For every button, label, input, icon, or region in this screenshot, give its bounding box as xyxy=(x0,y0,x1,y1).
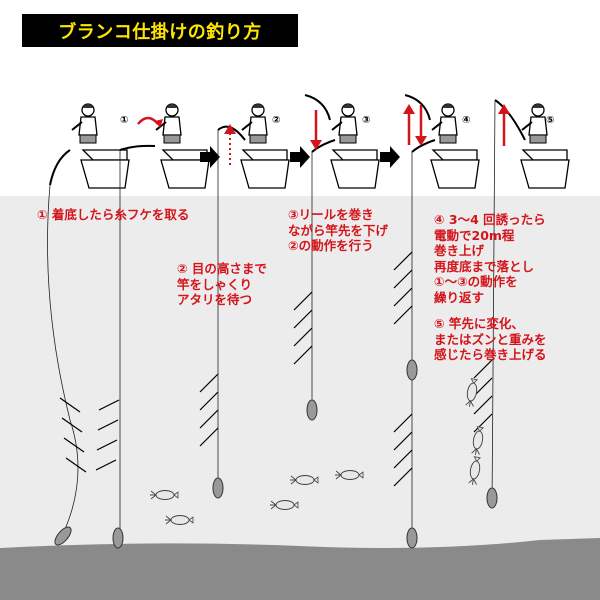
step-marker-4: ④ xyxy=(462,115,470,126)
scene-1: ① xyxy=(47,103,210,549)
note-step-2: ② 目の高さまで 竿をしゃくり アタリを待つ xyxy=(177,261,267,307)
step-marker-2: ② xyxy=(272,115,280,126)
note-step-4: ④ 3～4 回誘ったら 電動で20m程 巻き上げ 再度底まで落とし ①～③の動作… xyxy=(434,212,546,305)
step-marker-3: ③ xyxy=(362,115,370,126)
scene-3: ③ xyxy=(293,94,380,480)
note-step-3: ③リールを巻き ながら竿先を下げ ②の動作を行う xyxy=(288,207,389,253)
seabed xyxy=(0,538,600,600)
step-marker-1: ① xyxy=(120,115,128,126)
step-marker-5: ⑤ xyxy=(546,115,554,126)
scene-5: ⑤ xyxy=(464,99,570,509)
next-step-arrow-3 xyxy=(380,146,400,168)
note-step-1: ① 着底したら糸フケを取る xyxy=(37,207,190,222)
next-step-arrow-2 xyxy=(290,146,310,168)
title-banner: ブランコ仕掛けの釣り方 xyxy=(22,14,298,47)
scene-2: ② xyxy=(199,103,319,510)
slack-line xyxy=(47,184,79,541)
note-step-5: ⑤ 竿先に変化、 またはズンと重みを 感じたら巻き上げる xyxy=(434,316,547,362)
next-step-arrow-1 xyxy=(200,146,220,168)
scene-4: ④ xyxy=(393,94,480,549)
page-title: ブランコ仕掛けの釣り方 xyxy=(58,21,262,43)
water-area xyxy=(0,196,600,600)
